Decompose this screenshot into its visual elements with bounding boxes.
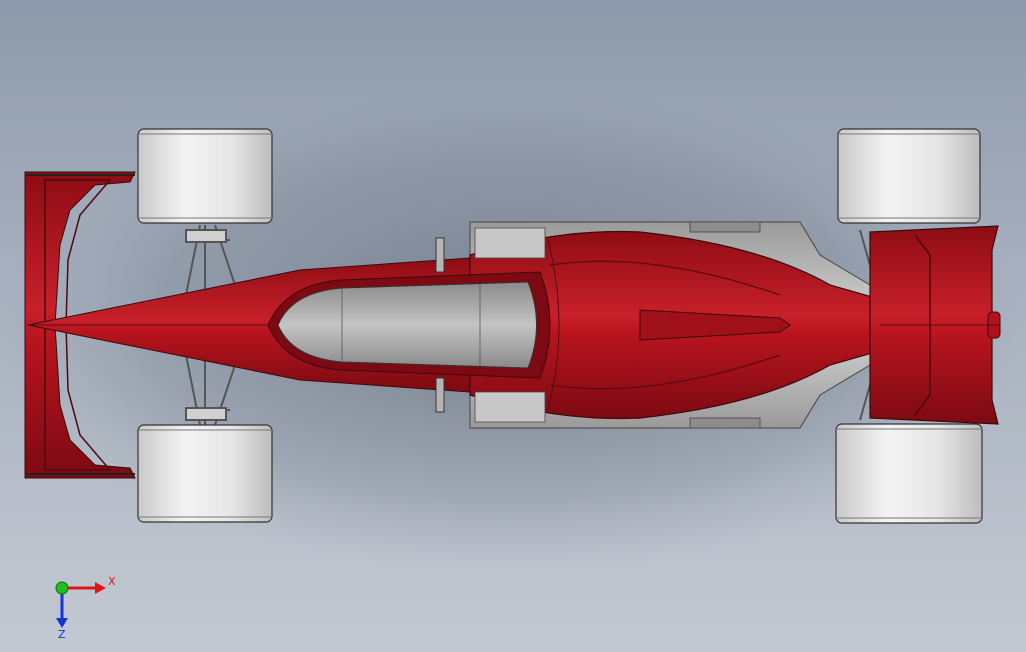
mirrors <box>435 237 445 413</box>
front-right-tire <box>137 424 273 523</box>
y-axis-marker <box>55 581 69 595</box>
z-axis-label: Z <box>58 628 66 640</box>
engine-cover <box>639 309 791 341</box>
rear-right-tire <box>835 423 983 524</box>
cockpit <box>267 271 551 379</box>
front-left-tire <box>137 128 273 224</box>
rear-wing <box>869 225 1001 425</box>
x-axis-arrow <box>62 582 106 594</box>
orientation-triad[interactable]: X Z <box>40 570 130 640</box>
front-wing <box>24 171 136 479</box>
rear-left-tire <box>837 128 981 224</box>
x-axis-label: X <box>108 575 116 588</box>
